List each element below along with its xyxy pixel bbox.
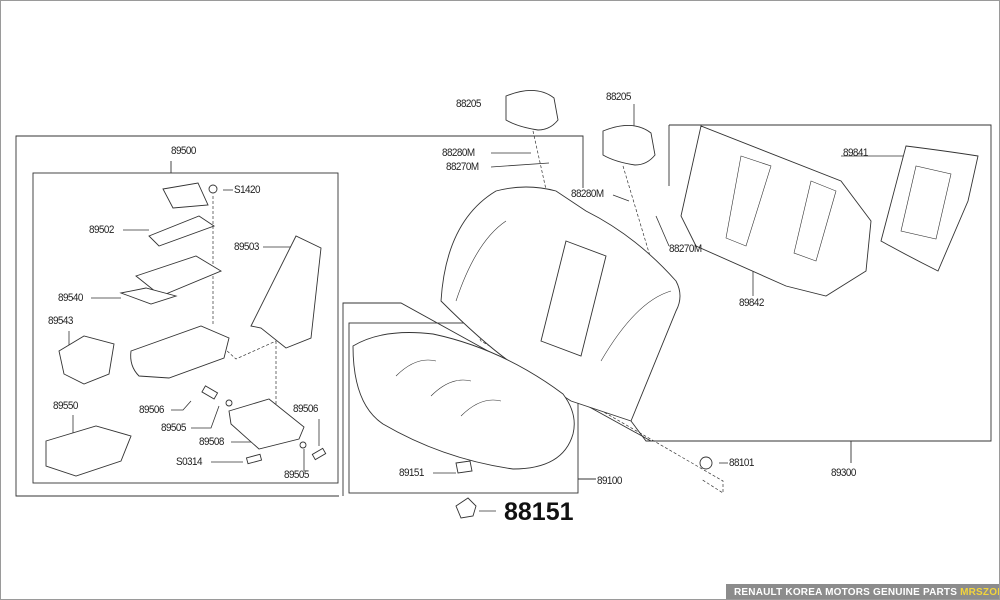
label-seatback-panel: 89842 bbox=[739, 297, 764, 309]
featured-part-number: 88151 bbox=[504, 498, 574, 526]
label-bolt-a: 89506 bbox=[139, 404, 164, 416]
headrest-left bbox=[505, 90, 559, 131]
label-screw-bottom: S0314 bbox=[176, 456, 202, 468]
seatback-panel bbox=[680, 125, 872, 297]
label-clip: 89151 bbox=[399, 467, 424, 479]
label-cushion-assy: 89100 bbox=[597, 475, 622, 487]
label-pocket: 89550 bbox=[53, 400, 78, 412]
banner-title: RENAULT KOREA MOTORS GENUINE PARTS bbox=[734, 587, 958, 598]
armrest-parts bbox=[45, 182, 713, 519]
label-headrest-right: 88205 bbox=[606, 91, 631, 103]
label-bolt-b: 89506 bbox=[293, 403, 318, 415]
banner-text: RENAULT KOREA MOTORS GENUINE PARTS MRSZO… bbox=[734, 587, 999, 598]
label-headrest-left: 88205 bbox=[456, 98, 481, 110]
seatback bbox=[440, 186, 681, 422]
label-bolt: 88101 bbox=[729, 457, 754, 469]
label-seatback-cover: 89841 bbox=[843, 147, 868, 159]
label-guide-right-b: 88270M bbox=[669, 243, 702, 255]
label-washer-b: 89505 bbox=[284, 469, 309, 481]
label-lid: 89502 bbox=[89, 224, 114, 236]
label-armrest-cover: 89503 bbox=[234, 241, 259, 253]
label-tray: 89540 bbox=[58, 292, 83, 304]
label-seatback-assy: 89300 bbox=[831, 467, 856, 479]
seat-cushion bbox=[352, 332, 575, 470]
label-screw-top: S1420 bbox=[234, 184, 260, 196]
label-cup-holder: 89543 bbox=[48, 315, 73, 327]
banner-brand: MRSZONE bbox=[960, 587, 999, 598]
label-washer-a: 89505 bbox=[161, 422, 186, 434]
label-bracket: 89508 bbox=[199, 436, 224, 448]
label-guide-left-a: 88280M bbox=[442, 147, 475, 159]
label-guide-right-a: 88280M bbox=[571, 188, 604, 200]
headrest-right bbox=[602, 125, 656, 166]
seatback-cover bbox=[880, 145, 979, 272]
label-guide-left-b: 88270M bbox=[446, 161, 479, 173]
label-armrest-assy: 89500 bbox=[171, 145, 196, 157]
watermark-banner: RENAULT KOREA MOTORS GENUINE PARTS MRSZO… bbox=[726, 584, 999, 599]
